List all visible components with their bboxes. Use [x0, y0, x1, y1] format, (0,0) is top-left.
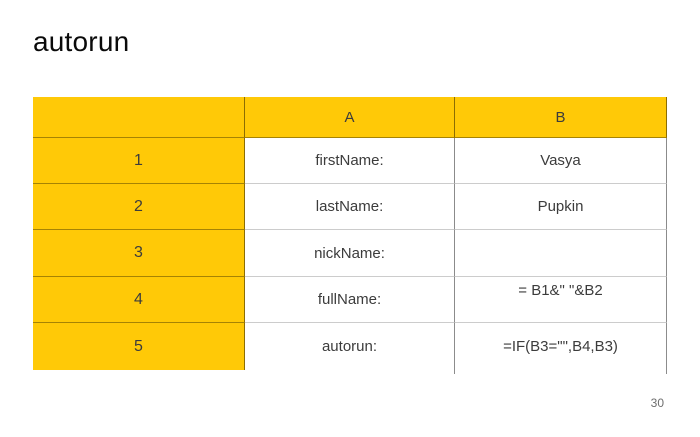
cell-b5: =IF(B3="",B4,B3) — [455, 323, 667, 370]
corner-header-cell — [33, 97, 245, 138]
row-number-label: 5 — [134, 337, 143, 355]
cell-a4-text: fullName: — [317, 291, 382, 308]
cell-b3 — [455, 230, 667, 277]
slide-title: autorun — [33, 26, 130, 57]
grid-line-overhang — [666, 370, 667, 374]
grid-line-overhang — [454, 370, 455, 374]
row-number-cell: 2 — [33, 184, 245, 230]
cell-b5-formula: =IF(B3="",B4,B3) — [503, 338, 618, 355]
cell-a4: fullName: — [245, 277, 455, 323]
cell-b4-formula: = B1&" "&B2 — [518, 282, 603, 299]
column-header-b-label: B — [555, 108, 566, 126]
row-number-label: 2 — [134, 197, 143, 215]
row-number-cell: 4 — [33, 277, 245, 323]
cell-a3: nickName: — [245, 230, 455, 277]
row-number-cell: 3 — [33, 230, 245, 277]
page-number: 30 — [650, 396, 664, 410]
cell-b1-text: Vasya — [540, 152, 581, 169]
column-header-a: A — [245, 97, 455, 138]
row-number-cell: 1 — [33, 138, 245, 184]
cell-b2: Pupkin — [455, 184, 667, 230]
cell-b4: = B1&" "&B2 — [455, 277, 667, 323]
cell-a3-text: nickName: — [314, 244, 385, 262]
cell-b1: Vasya — [455, 138, 667, 184]
column-header-b: B — [455, 97, 667, 138]
cell-a2: lastName: — [245, 184, 455, 230]
cell-a2-text: lastName: — [315, 198, 384, 215]
row-number-label: 4 — [134, 290, 143, 308]
row-number-label: 3 — [134, 244, 143, 261]
cell-a5-text: autorun: — [321, 338, 378, 355]
cell-a5: autorun: — [245, 323, 455, 370]
row-number-label: 1 — [134, 151, 143, 169]
row-number-cell: 5 — [33, 323, 245, 370]
cell-b2-text: Pupkin — [537, 198, 584, 215]
column-header-a-label: A — [344, 108, 355, 126]
spreadsheet-table: A B 1 firstName: Vasya 2 lastName: Pupki… — [33, 97, 667, 374]
cell-a1-text: firstName: — [315, 152, 384, 169]
cell-a1: firstName: — [245, 138, 455, 184]
